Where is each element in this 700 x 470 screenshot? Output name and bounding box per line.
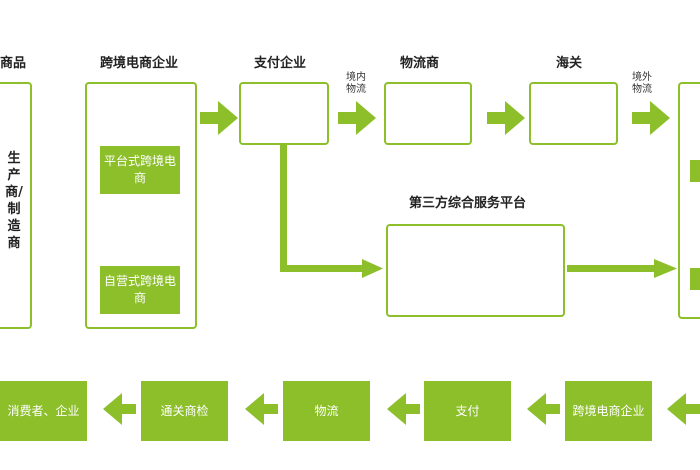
logistics-header: 物流商 [400, 56, 440, 71]
arrow-to-thirdparty-head [362, 259, 383, 278]
bottom-customs-inspection-box: 通关商检 [141, 381, 228, 441]
logistics-box [384, 82, 472, 145]
bottom-payment-box: 支付 [424, 381, 511, 441]
selfrun-ecommerce-box: 自营式跨境电商 [100, 266, 180, 314]
thirdparty-box [386, 224, 565, 317]
overseas-logistics-label: 境外物流 [632, 72, 652, 95]
arrow-bottom-2 [527, 393, 560, 425]
producer-header: 商品 [0, 56, 27, 71]
ecommerce-header: 跨境电商企业 [100, 56, 179, 71]
line-thirdparty-right [567, 265, 657, 272]
arrow-bottom-3 [387, 393, 420, 425]
thirdparty-header: 第三方综合服务平台 [409, 196, 527, 211]
payment-box [239, 82, 329, 145]
customs-header: 海关 [556, 56, 583, 71]
platform-ecommerce-box: 平台式跨境电商 [100, 146, 180, 194]
arrow-thirdparty-right-head [654, 259, 677, 278]
line-payment-down [280, 145, 287, 271]
producer-label: 生产商/制造商 [5, 151, 23, 251]
domestic-logistics-label: 境内物流 [346, 72, 366, 95]
payment-header: 支付企业 [254, 56, 307, 71]
overseas-inner-2 [690, 268, 700, 290]
producer-box [0, 82, 32, 329]
arrow-bottom-4 [245, 393, 278, 425]
arrow-logistics-to-customs [487, 101, 525, 135]
arrow-customs-to-overseas [632, 101, 670, 135]
arrow-ecommerce-to-payment [200, 101, 238, 135]
overseas-box [678, 82, 700, 319]
overseas-inner-1 [690, 160, 700, 182]
bottom-ecommerce-box: 跨境电商企业 [565, 381, 652, 441]
line-to-thirdparty [280, 265, 366, 272]
arrow-bottom-5 [103, 393, 136, 425]
bottom-consumer-box: 消费者、企业 [0, 381, 87, 441]
customs-box [529, 82, 618, 145]
bottom-logistics-box: 物流 [283, 381, 370, 441]
arrow-payment-to-logistics [338, 101, 376, 135]
arrow-bottom-1 [667, 393, 700, 425]
